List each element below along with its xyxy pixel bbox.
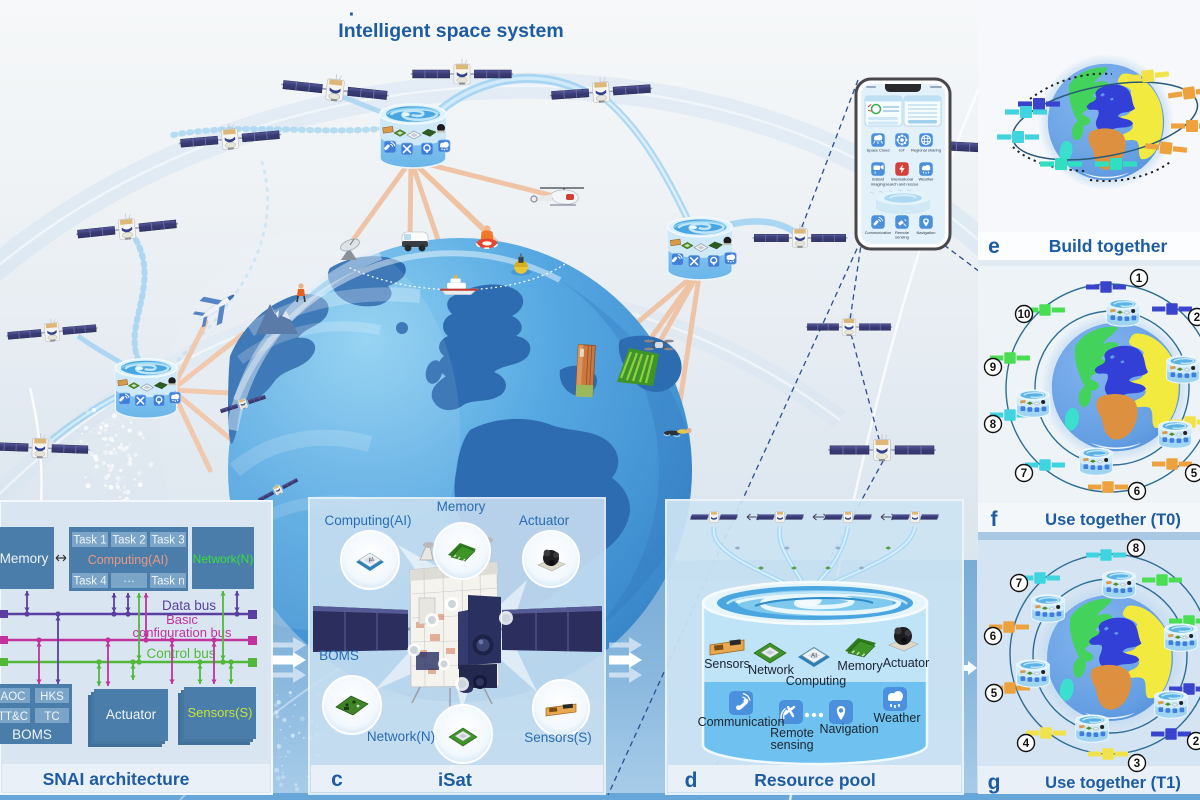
svg-text:AOC: AOC [1, 691, 26, 703]
svg-text:Use together (T0): Use together (T0) [1045, 511, 1181, 529]
svg-text:Sensors(S): Sensors(S) [524, 730, 592, 745]
svg-text:Control bus: Control bus [146, 646, 215, 661]
svg-text:Build together: Build together [1049, 236, 1168, 256]
svg-text:1: 1 [1136, 273, 1143, 285]
svg-text:Computing(AI): Computing(AI) [324, 513, 411, 528]
svg-text:d: d [685, 769, 698, 792]
svg-text:Space Cloud: Space Cloud [867, 148, 890, 153]
svg-text:Sensors: Sensors [704, 657, 750, 671]
svg-text:Computing(AI): Computing(AI) [88, 553, 169, 567]
svg-text:Navigation: Navigation [917, 230, 936, 235]
svg-text:Memory: Memory [837, 659, 883, 673]
svg-text:Weather: Weather [873, 711, 920, 725]
svg-text:2: 2 [1193, 736, 1199, 748]
svg-text:f: f [991, 508, 999, 531]
svg-text:Intelligent space system: Intelligent space system [338, 20, 563, 42]
svg-text:6: 6 [1134, 486, 1140, 498]
svg-text:AI: AI [368, 557, 376, 565]
svg-text:imaging: imaging [871, 182, 885, 187]
svg-text:Network(N): Network(N) [193, 552, 254, 566]
svg-text:g: g [988, 771, 1001, 794]
svg-text:Data bus: Data bus [162, 598, 216, 613]
svg-text:SNAI architecture: SNAI architecture [43, 769, 190, 789]
svg-text:8: 8 [1133, 543, 1140, 555]
svg-text:5: 5 [991, 688, 998, 700]
svg-text:Navigation: Navigation [819, 722, 878, 736]
svg-text:Communication: Communication [698, 715, 785, 729]
svg-text:Memory: Memory [0, 551, 49, 566]
svg-text:7: 7 [1016, 578, 1022, 590]
svg-text:6: 6 [990, 631, 996, 643]
svg-text:7: 7 [1021, 468, 1027, 480]
svg-text:International: International [891, 177, 913, 182]
svg-text:e: e [988, 235, 1000, 258]
svg-text:Task 2: Task 2 [112, 535, 145, 547]
svg-text:Use together (T1): Use together (T1) [1045, 774, 1181, 792]
svg-text:Network(N): Network(N) [367, 729, 435, 744]
svg-text:Actuator: Actuator [883, 656, 930, 670]
svg-text:Weather: Weather [918, 177, 934, 182]
svg-text:TT&C: TT&C [0, 711, 28, 723]
svg-text:Task 1: Task 1 [73, 535, 106, 547]
svg-text:BOMS: BOMS [319, 648, 359, 663]
svg-text:search and rescue: search and rescue [886, 182, 920, 187]
svg-text:10: 10 [1018, 309, 1031, 321]
svg-text:BOMS: BOMS [12, 727, 52, 742]
svg-text:Task n: Task n [151, 576, 184, 588]
svg-text:Communication: Communication [865, 231, 891, 235]
svg-text:Regional sharing: Regional sharing [911, 148, 941, 153]
svg-text:4: 4 [1023, 738, 1030, 750]
svg-text:c: c [331, 768, 343, 791]
svg-text:sensing: sensing [895, 235, 909, 240]
svg-text:Resource pool: Resource pool [754, 770, 876, 790]
svg-text:2: 2 [1194, 312, 1200, 324]
svg-text:IoT: IoT [899, 148, 905, 153]
svg-text:Task 3: Task 3 [151, 535, 184, 547]
svg-text:Memory: Memory [437, 499, 486, 514]
svg-text:Actuator: Actuator [106, 707, 157, 722]
svg-text:Network: Network [748, 663, 795, 677]
svg-text:sensing: sensing [770, 738, 813, 752]
svg-text:9: 9 [990, 362, 996, 374]
svg-text:Task 4: Task 4 [73, 576, 107, 588]
svg-text:iSat: iSat [438, 769, 472, 790]
svg-text:Remote: Remote [770, 726, 814, 740]
svg-text:TC: TC [44, 711, 59, 723]
svg-text:Sensors(S): Sensors(S) [187, 705, 252, 720]
svg-text:AI: AI [811, 653, 817, 660]
svg-text:Actuator: Actuator [519, 513, 570, 528]
svg-text:Computing: Computing [786, 674, 846, 688]
svg-text:configuration bus: configuration bus [132, 625, 232, 640]
svg-text:Remote: Remote [895, 230, 910, 235]
svg-text:HKS: HKS [40, 691, 64, 703]
svg-text:3: 3 [1134, 758, 1140, 770]
svg-text:Basic: Basic [166, 612, 198, 627]
svg-text:···: ··· [123, 576, 135, 588]
svg-text:Instant: Instant [872, 177, 885, 182]
svg-text:5: 5 [1191, 468, 1198, 480]
svg-text:8: 8 [990, 419, 997, 431]
